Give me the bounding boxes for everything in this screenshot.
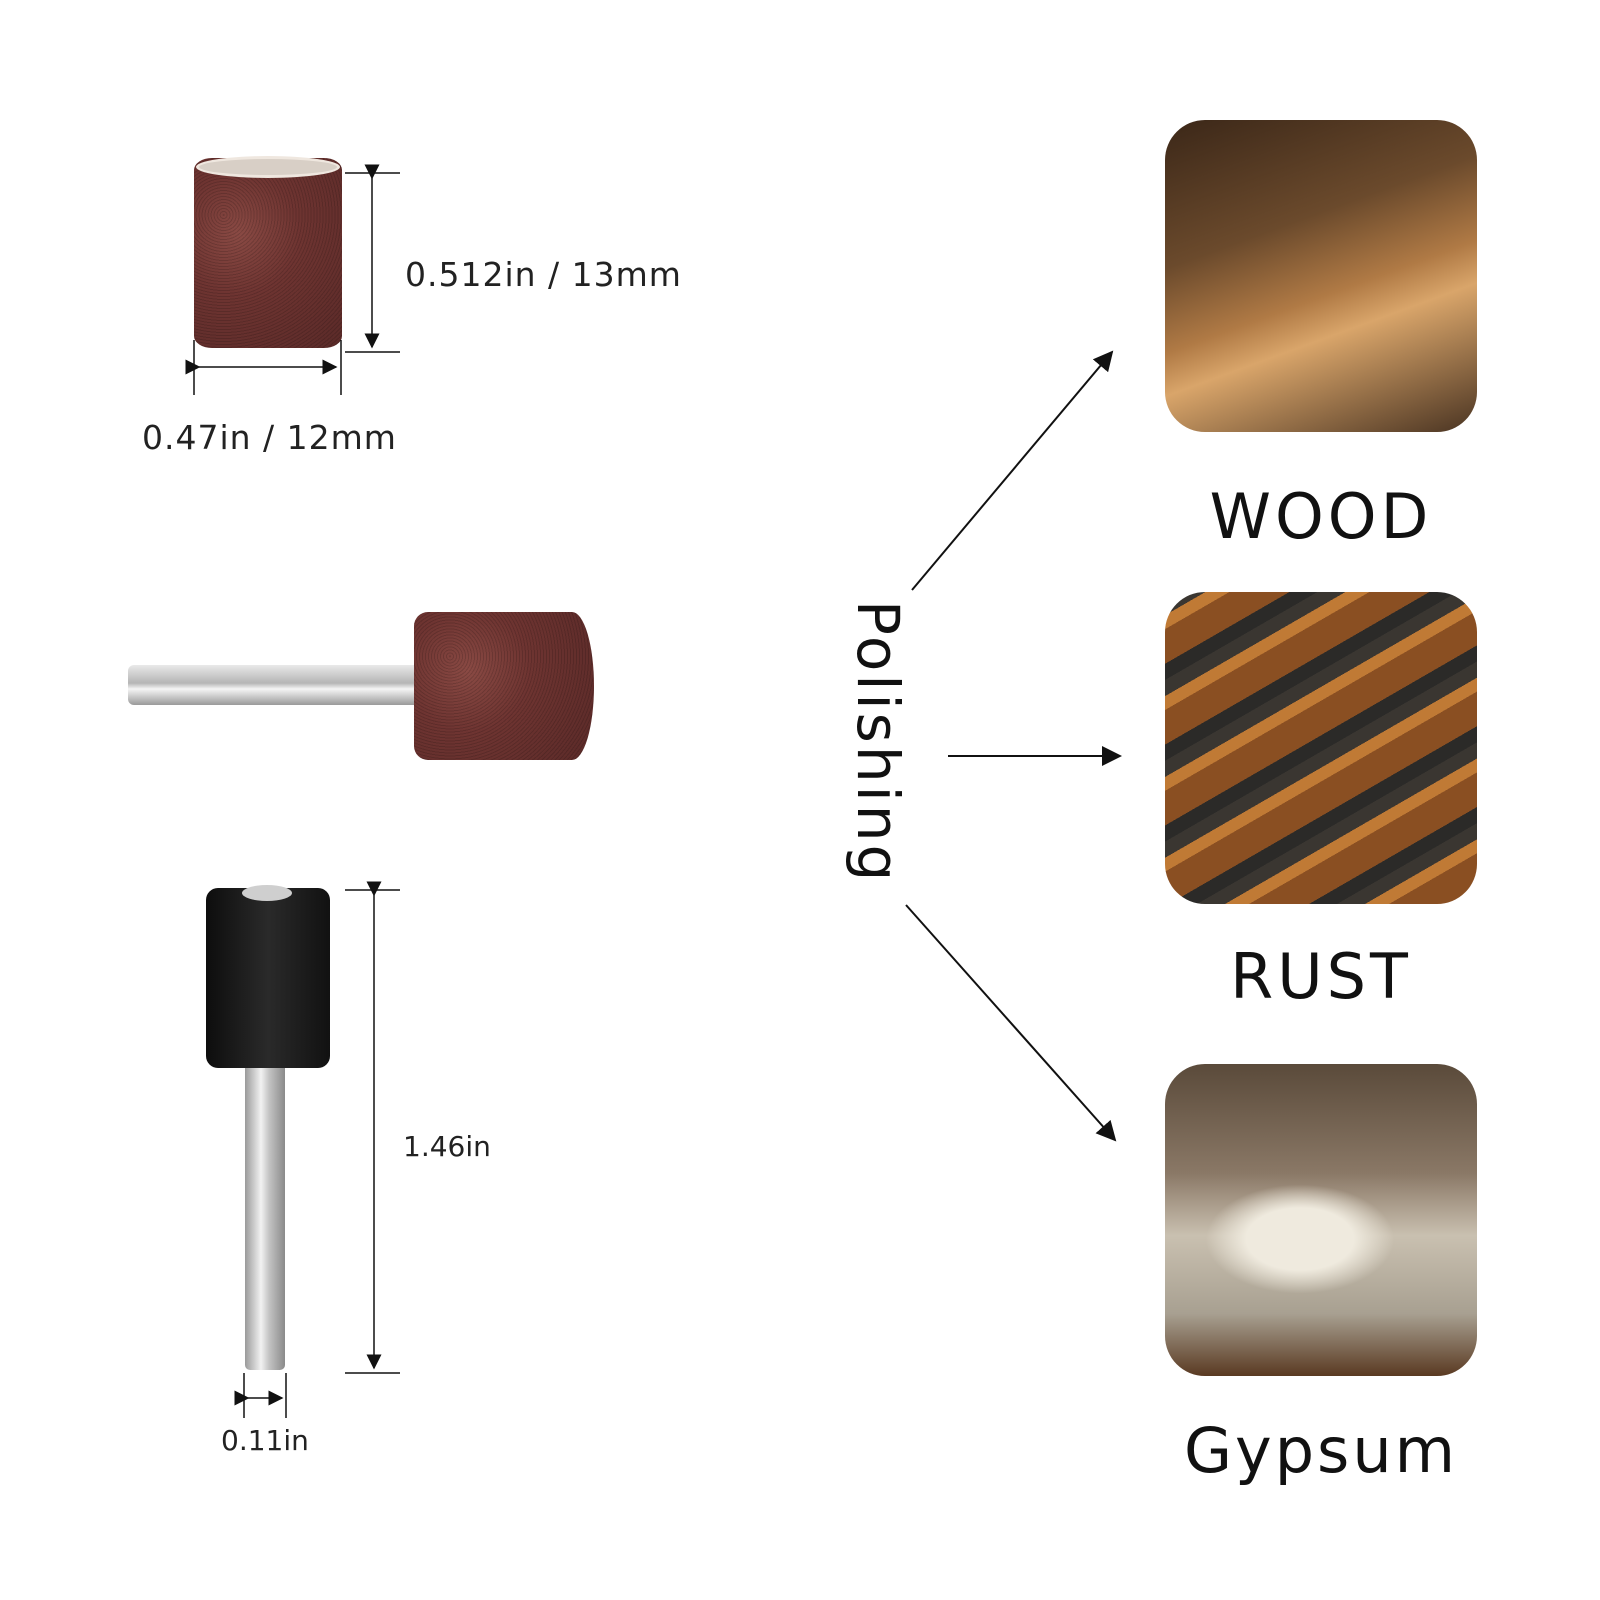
gypsum-label: Gypsum (1183, 1414, 1459, 1487)
mandrel-shaft-vertical (245, 1050, 285, 1370)
sleeve-top-rim (196, 156, 340, 178)
mandrel-screw (242, 885, 292, 901)
assembled-drum-image (414, 612, 594, 760)
arrows (905, 350, 1122, 1142)
mandrel-length-label: 1.46in (403, 1130, 491, 1163)
sleeve-diameter-label: 0.47in / 12mm (142, 418, 397, 457)
sanding-sleeve-image (194, 158, 342, 348)
polishing-label: Polishing (844, 600, 912, 885)
sleeve-height-label: 0.512in / 13mm (405, 255, 682, 294)
gypsum-image (1165, 1064, 1477, 1376)
rust-label: RUST (1230, 940, 1412, 1013)
wood-label: WOOD (1209, 480, 1433, 553)
wood-image (1165, 120, 1477, 432)
shank-diameter-label: 0.11in (221, 1424, 309, 1457)
rubber-drum-image (206, 888, 330, 1068)
rust-image (1165, 592, 1477, 904)
gypsum-pieces (1205, 1184, 1395, 1294)
mandrel-shaft-horizontal (128, 665, 428, 705)
